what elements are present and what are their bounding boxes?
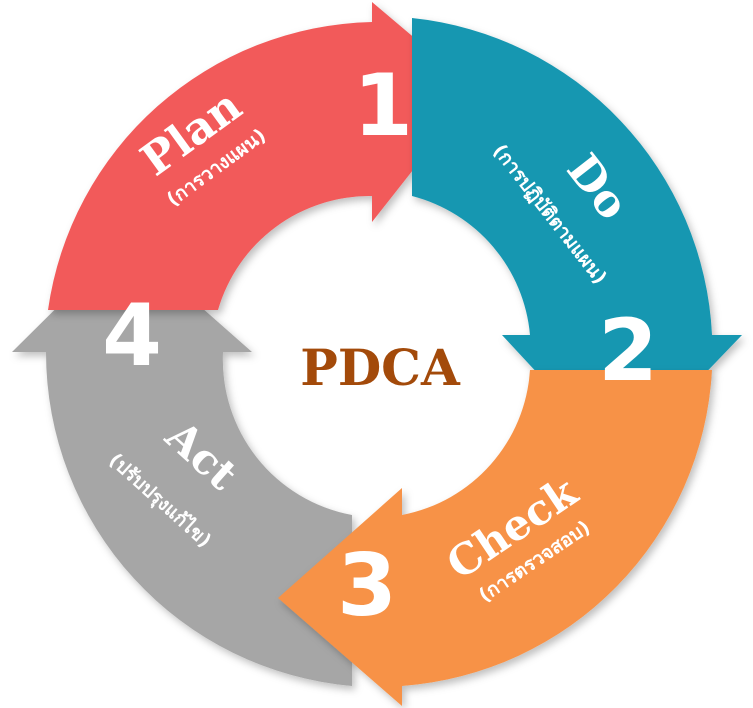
do-arrow xyxy=(412,18,742,462)
step-3-number: 3 xyxy=(337,536,397,636)
center-title: PDCA xyxy=(300,338,461,397)
plan-arrow xyxy=(48,2,476,310)
step-4-number: 4 xyxy=(102,286,162,386)
act-arrow xyxy=(12,240,352,686)
step-1-number: 1 xyxy=(353,56,413,156)
check-arrow xyxy=(278,370,712,706)
step-2-number: 2 xyxy=(598,301,658,401)
